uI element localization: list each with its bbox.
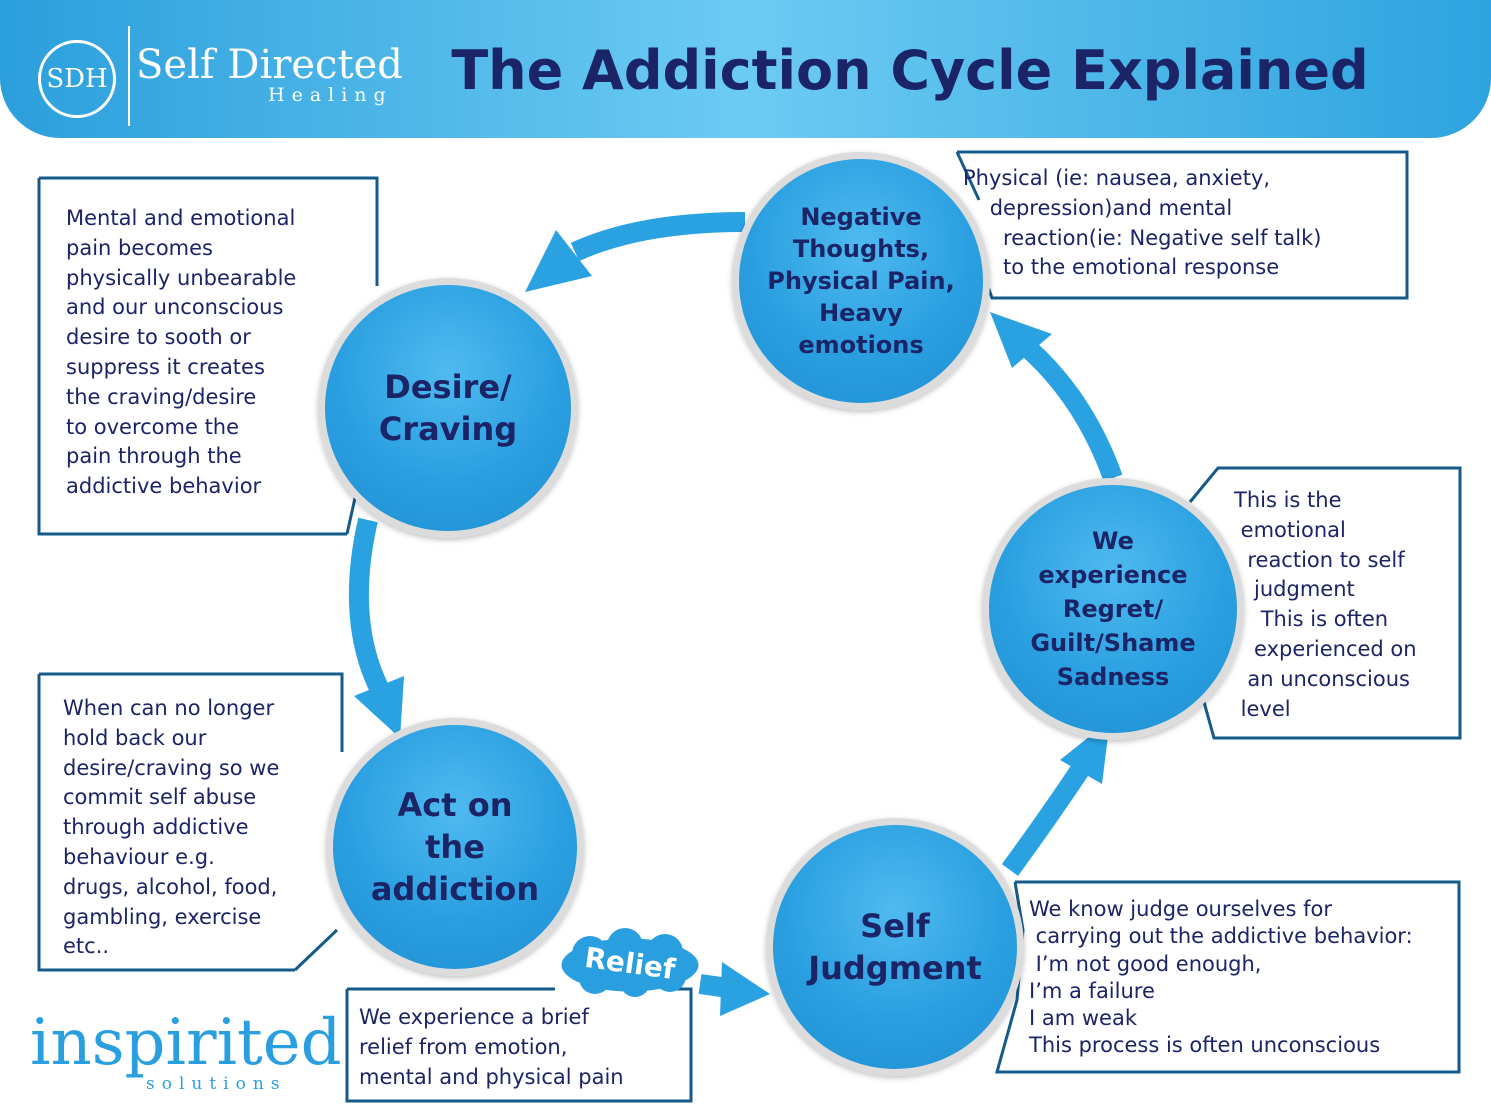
- node-desire-craving: Desire/ Craving: [318, 278, 578, 538]
- callout-desire-frame: [37, 176, 379, 536]
- callout-negative-text: Physical (ie: nausea, anxiety, depressio…: [963, 166, 1322, 280]
- logo-subtitle: Healing: [268, 84, 393, 106]
- callout-act: When can no longer hold back our desire/…: [37, 672, 347, 974]
- callout-negative: Physical (ie: nausea, anxiety, depressio…: [937, 150, 1415, 302]
- callout-act-frame: [37, 672, 344, 972]
- inspirited-logo: inspirited: [30, 1006, 342, 1080]
- arrow-regret-to-negative: [1023, 342, 1123, 482]
- arrow-judgment-to-regret: [1001, 764, 1089, 876]
- header-banner: SDH Self Directed Healing The Addiction …: [0, 0, 1491, 138]
- node-regret: We experience Regret/ Guilt/Shame Sadnes…: [982, 478, 1244, 740]
- callout-negative-frame: [955, 150, 1409, 300]
- callout-desire-text: Mental and emotional pain becomes physic…: [66, 206, 297, 499]
- node-negative-thoughts-label: Negative Thoughts, Physical Pain, Heavy …: [767, 203, 955, 359]
- node-self-judgment-label: Self Judgment: [808, 907, 982, 987]
- node-regret-label: We experience Regret/ Guilt/Shame Sadnes…: [1030, 527, 1196, 691]
- callout-desire: Mental and emotional pain becomes physic…: [37, 176, 382, 538]
- callout-self-judgment-text: We know judge ourselves for carrying out…: [1029, 897, 1413, 1058]
- node-act-on-addiction-label: Act on the addiction: [370, 786, 540, 908]
- relief-cloud-shape: [558, 928, 702, 997]
- node-negative-thoughts: Negative Thoughts, Physical Pain, Heavy …: [732, 152, 990, 410]
- relief-badge: Relief: [555, 928, 705, 998]
- callout-regret: This is the emotional reaction to self j…: [1188, 466, 1464, 740]
- logo-name: Self Directed: [136, 42, 403, 88]
- callout-regret-text: This is the emotional reaction to self j…: [1234, 488, 1417, 721]
- callout-regret-frame: [1188, 466, 1462, 740]
- node-self-judgment: Self Judgment: [766, 818, 1024, 1076]
- callout-act-text: When can no longer hold back our desire/…: [63, 696, 280, 959]
- arrowhead-negative: [990, 312, 1052, 368]
- inspirited-logo-sub: solutions: [146, 1074, 287, 1094]
- node-desire-craving-label: Desire/ Craving: [378, 368, 518, 448]
- arrow-desire-to-act: [348, 517, 390, 695]
- callout-relief-text: We experience a brief relief from emotio…: [359, 1005, 624, 1089]
- callout-relief: We experience a brief relief from emotio…: [345, 985, 695, 1105]
- sdh-logo-mark: SDH: [38, 40, 116, 118]
- callout-self-judgment: We know judge ourselves for carrying out…: [995, 880, 1463, 1076]
- arrow-negative-to-desire: [570, 212, 746, 262]
- logo-divider: [128, 26, 130, 126]
- page-title: The Addiction Cycle Explained: [451, 39, 1369, 102]
- arrowhead-desire: [525, 230, 592, 292]
- arrowhead-judgment: [720, 962, 770, 1016]
- arrowhead-act: [354, 676, 404, 738]
- node-act-on-addiction: Act on the addiction: [326, 718, 584, 976]
